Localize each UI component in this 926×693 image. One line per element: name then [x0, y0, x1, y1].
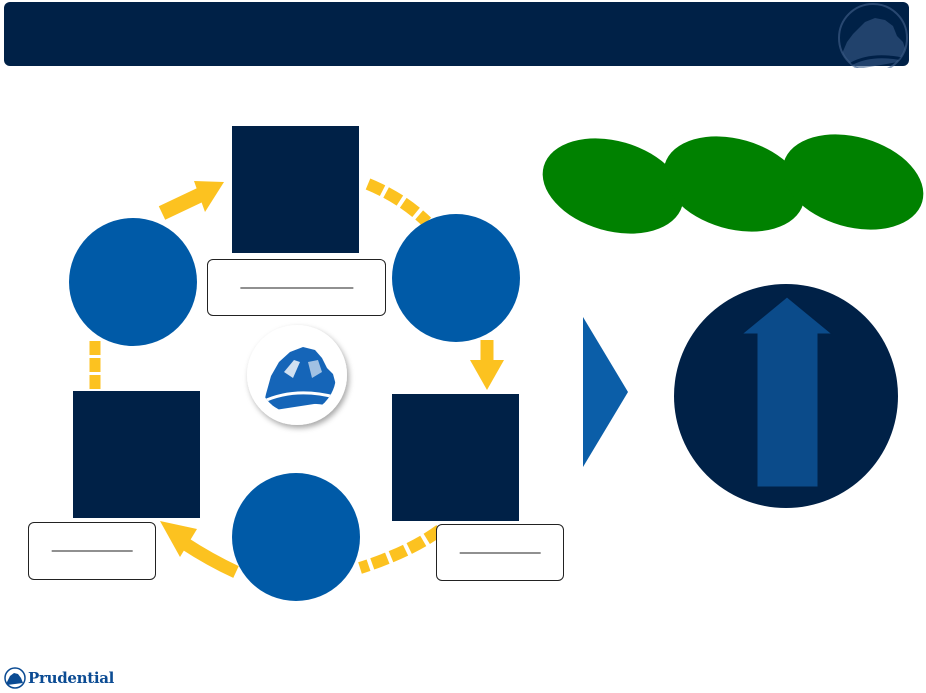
arrowhead-top-left	[194, 181, 224, 212]
cycle-circle-right	[392, 214, 520, 342]
arrow-top-to-right-circle	[365, 178, 432, 227]
footer-logo-text: Prudential	[28, 669, 115, 687]
callout-right	[436, 524, 564, 581]
footer-logo: Prudential	[4, 666, 114, 690]
arrow-square-to-bottom-circle	[358, 525, 444, 574]
callout-top-rule	[239, 287, 354, 288]
cycle-square-top	[232, 126, 359, 253]
up-arrow-icon	[740, 296, 834, 488]
arrowhead-bottom-left	[160, 521, 197, 557]
cycle-circle-bottom	[232, 473, 360, 601]
cycle-circle-left	[69, 218, 197, 346]
cycle-arrows	[89, 178, 504, 578]
callout-top	[207, 259, 386, 316]
cycle-square-left	[73, 391, 200, 518]
center-logo-badge	[247, 325, 347, 425]
title-bar	[4, 2, 909, 68]
green-ellipse-1	[542, 138, 684, 234]
callout-left	[28, 522, 156, 580]
callout-right-rule	[459, 552, 541, 553]
arrowhead-right	[470, 360, 504, 390]
callout-left-rule	[51, 550, 133, 552]
cycle-square-right	[392, 394, 519, 521]
transition-chevron-arrow	[583, 317, 628, 467]
header-rock-icon	[838, 3, 908, 68]
green-ellipse-2	[663, 136, 805, 232]
arrow-bottom-circle-to-left-square	[180, 537, 239, 578]
footer-rock-icon	[4, 667, 26, 689]
arrow-to-top-square	[158, 188, 204, 220]
green-ellipse-3	[782, 134, 924, 230]
